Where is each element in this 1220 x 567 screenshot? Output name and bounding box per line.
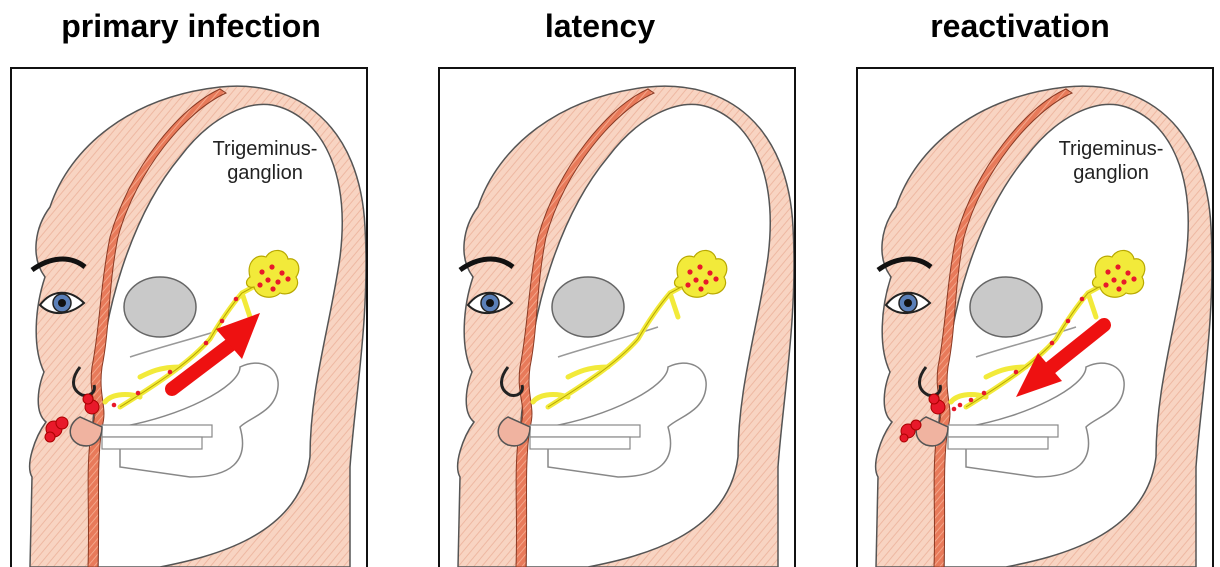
head-diagram-latency: [438, 67, 800, 567]
title-reactivation: reactivation: [870, 8, 1170, 45]
orbit: [970, 277, 1042, 337]
teeth: [948, 425, 1058, 449]
teeth: [530, 425, 640, 449]
teeth: [102, 425, 212, 449]
ganglion-label-line1: Trigeminus-: [200, 137, 330, 161]
ganglion-label-line2: ganglion: [200, 161, 330, 185]
title-latency: latency: [480, 8, 720, 45]
ganglion-label-line2: ganglion: [1046, 161, 1176, 185]
orbit: [124, 277, 196, 337]
panel-latency: [438, 67, 800, 567]
orbit: [552, 277, 624, 337]
panel-primary-infection: Trigeminus- ganglion: [10, 67, 372, 567]
title-primary-infection: primary infection: [36, 8, 346, 45]
ganglion-label-line1: Trigeminus-: [1046, 137, 1176, 161]
panel-reactivation: Trigeminus- ganglion: [856, 67, 1218, 567]
